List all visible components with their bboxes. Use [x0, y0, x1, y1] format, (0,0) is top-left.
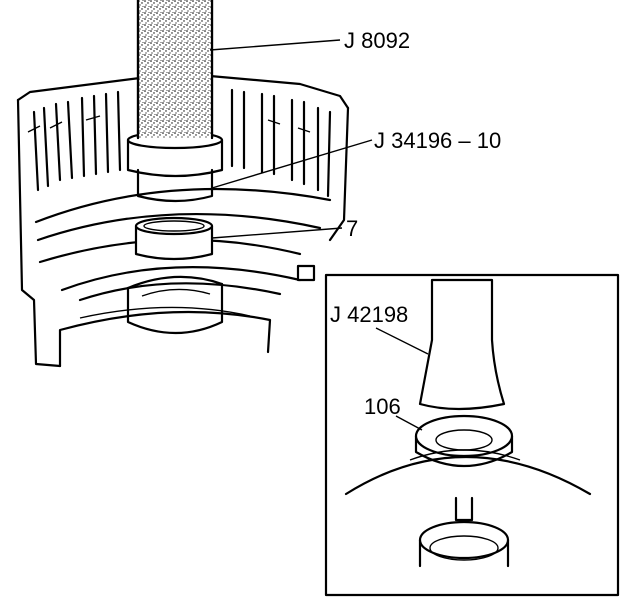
bushing-part: [134, 216, 214, 261]
label-part106: 106: [364, 394, 401, 419]
leader-j8092: [209, 39, 341, 51]
detail-inset: [324, 273, 620, 597]
clutch-slots: [27, 88, 332, 198]
label-j42198: J 42198: [330, 302, 408, 327]
label-j34196: J 34196 – 10: [374, 128, 501, 153]
inset-bore: [418, 496, 510, 568]
leader-part106: [395, 415, 423, 431]
leader-j34196: [211, 139, 373, 189]
leader-part7: [211, 227, 343, 239]
leader-j42198: [375, 327, 429, 355]
inset-handle: [418, 278, 506, 411]
bleed-fitting: [296, 264, 316, 282]
driver-handle: [136, 0, 214, 140]
label-part7: 7: [346, 216, 358, 241]
label-j8092: J 8092: [344, 28, 410, 53]
